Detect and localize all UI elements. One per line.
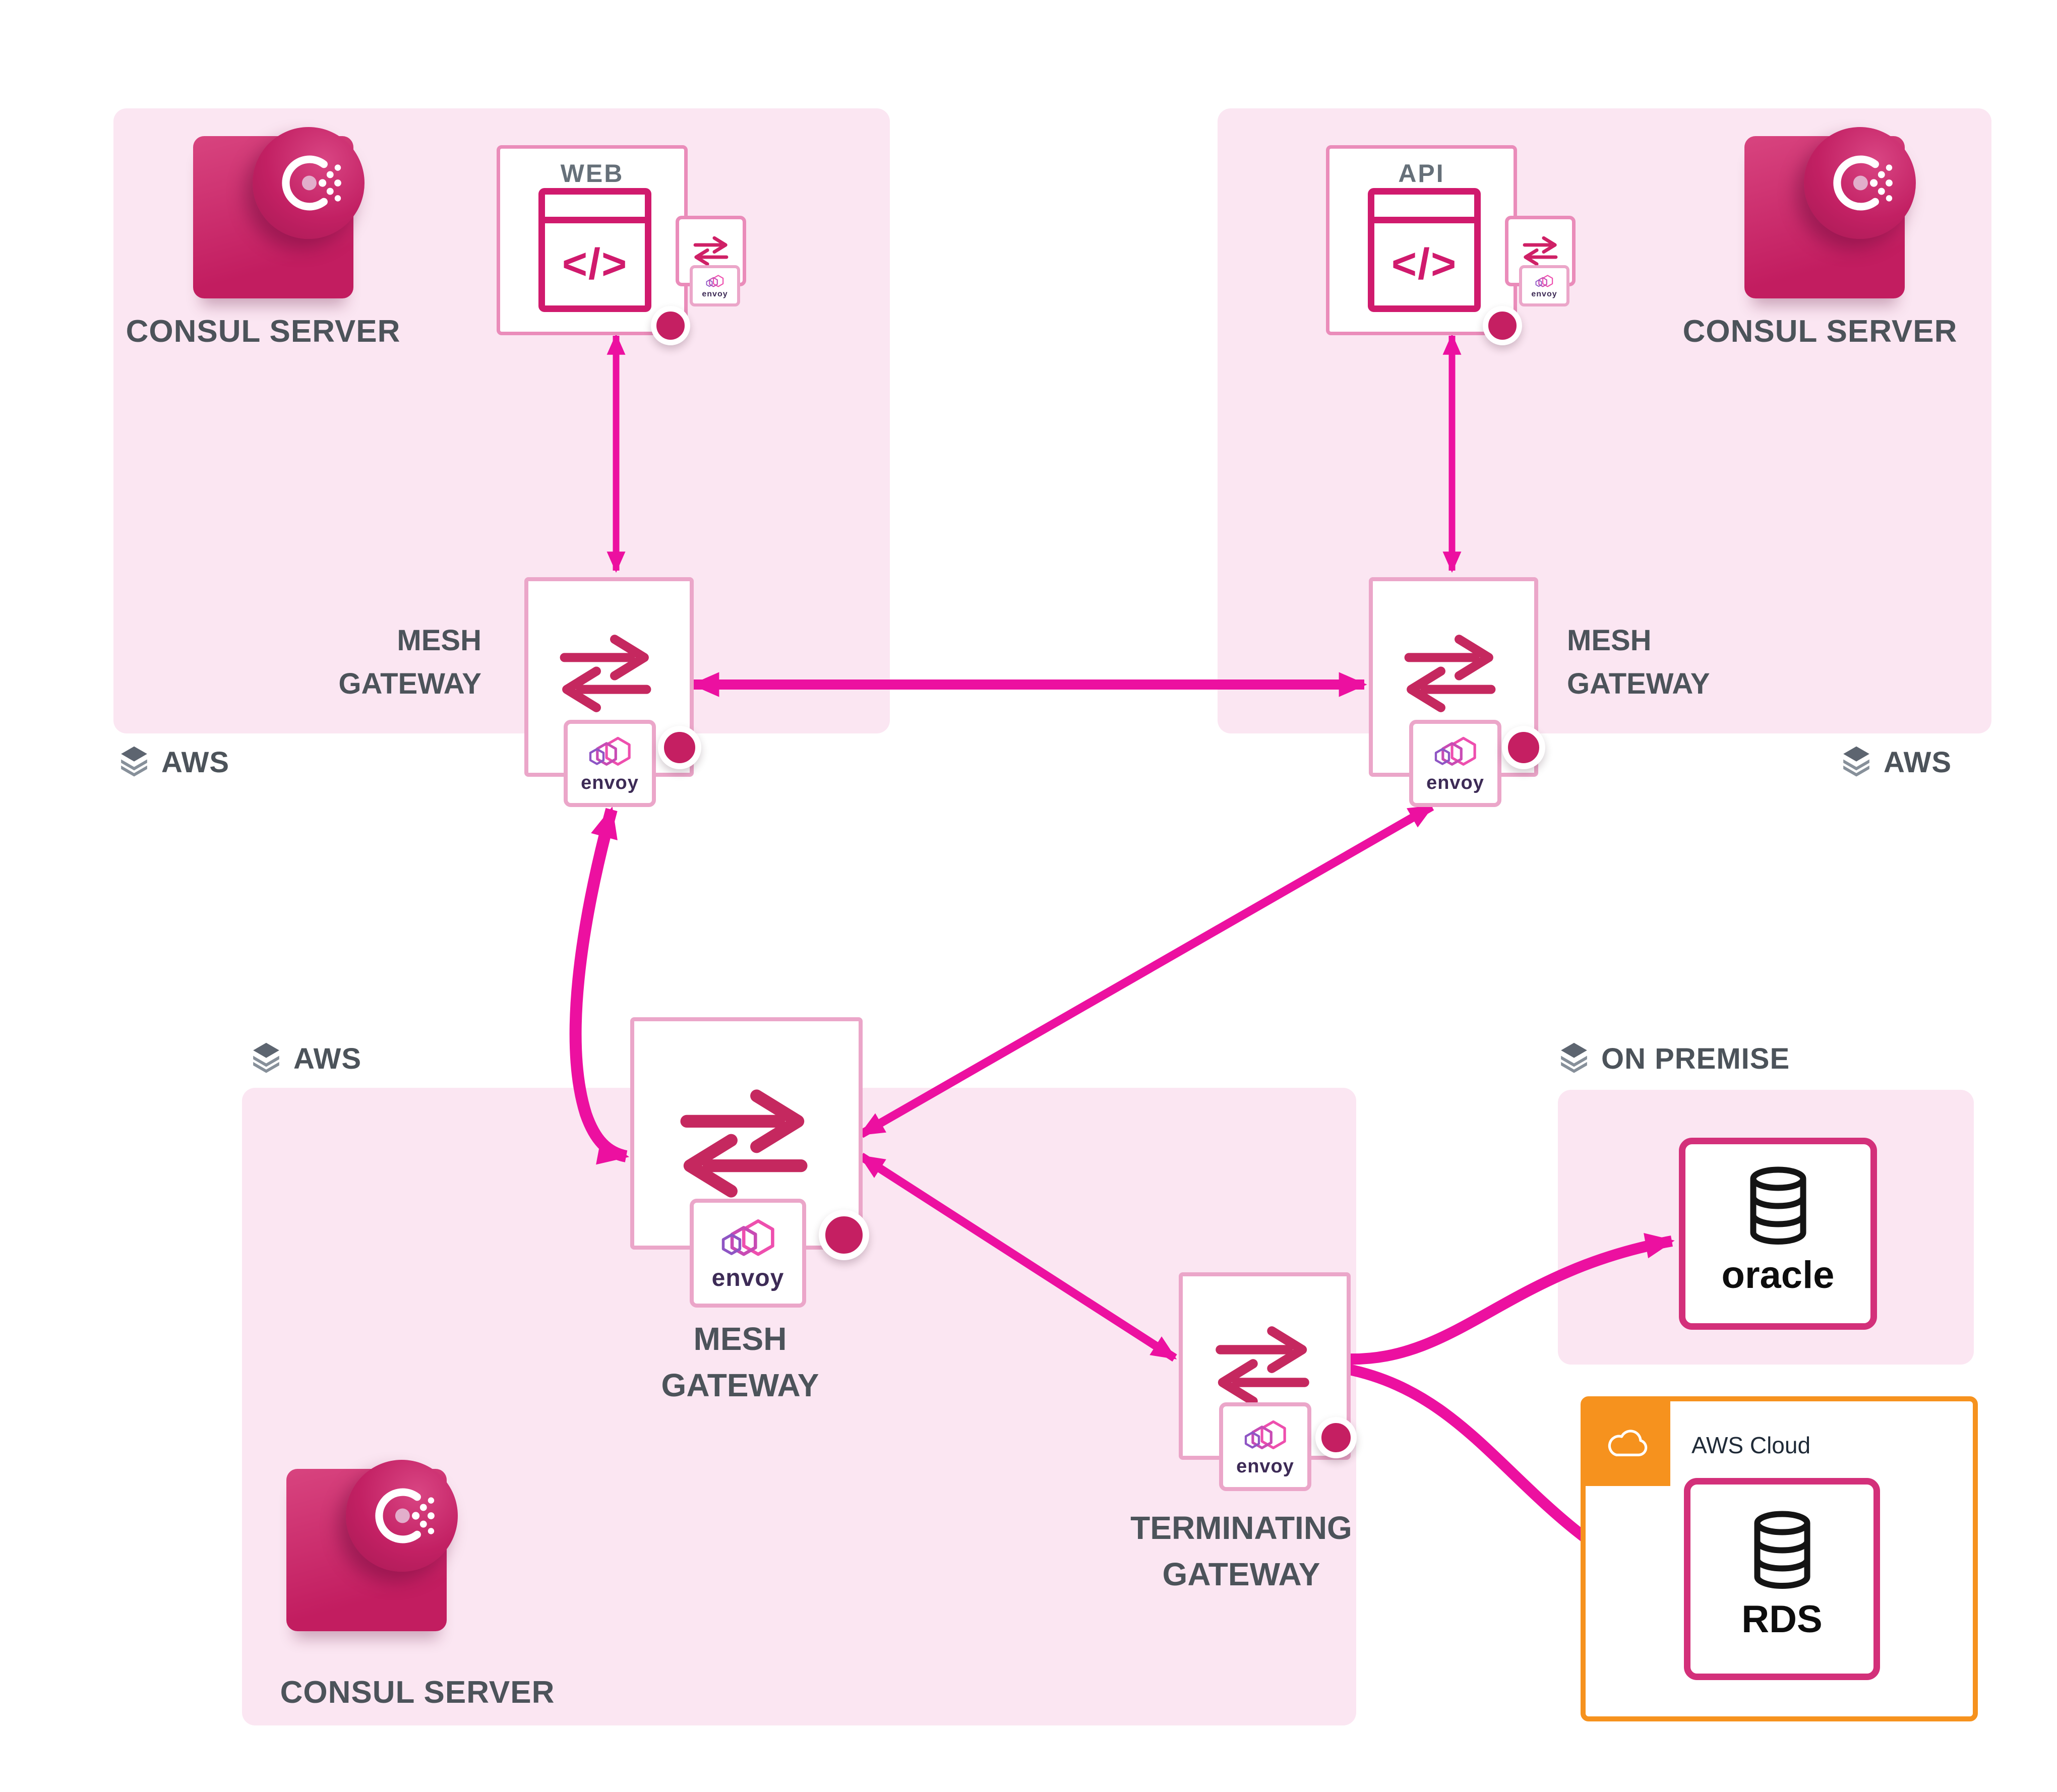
envoy-wordmark: envoy — [1531, 289, 1557, 298]
mesh-gateway-left-status-dot — [658, 726, 701, 769]
env-label-text: ON PREMISE — [1601, 1042, 1790, 1075]
gateway-transfer-icon — [549, 616, 662, 730]
terminating-gateway-status-dot — [1315, 1417, 1357, 1458]
layers-icon — [1839, 745, 1873, 779]
label-line: GATEWAY — [1162, 1556, 1320, 1592]
envoy-wordmark: envoy — [702, 289, 728, 298]
envoy-wordmark: envoy — [581, 772, 639, 793]
service-web-title: WEB — [560, 159, 624, 188]
consul-server-icon-top-right — [1744, 127, 1916, 299]
oracle-db-label: oracle — [1721, 1254, 1835, 1296]
terminating-gateway-envoy-box: envoy — [1219, 1402, 1311, 1491]
envoy-hexagons-icon — [704, 273, 726, 290]
browser-window-icon: </> — [1368, 188, 1481, 312]
layers-icon — [249, 1041, 283, 1076]
consul-server-label-top-left: CONSUL SERVER — [126, 314, 401, 349]
env-label-text: AWS — [293, 1042, 362, 1075]
oracle-db-box: oracle — [1679, 1138, 1877, 1330]
envoy-wordmark: envoy — [1236, 1455, 1294, 1477]
browser-header-bar — [1374, 195, 1474, 223]
envoy-hexagons-icon — [1429, 733, 1482, 772]
mesh-gateway-right-label: MESH GATEWAY — [1567, 619, 1819, 706]
code-icon: </> — [1391, 240, 1458, 288]
label-line: GATEWAY — [1567, 667, 1710, 700]
envoy-hexagons-icon — [715, 1214, 781, 1264]
code-icon: </> — [562, 240, 628, 288]
envoy-hexagons-icon — [584, 733, 636, 772]
service-api-box: API </> — [1326, 145, 1517, 335]
env-label-text: AWS — [161, 746, 230, 779]
consul-server-icon-top-left — [193, 127, 365, 299]
label-line: MESH — [397, 624, 481, 657]
rds-db-label: RDS — [1741, 1598, 1823, 1641]
on-premise-label: ON PREMISE — [1557, 1041, 1790, 1076]
envoy-hexagons-icon — [1533, 273, 1555, 290]
consul-server-label-bottom: CONSUL SERVER — [280, 1675, 555, 1710]
envoy-wordmark: envoy — [711, 1265, 784, 1291]
aws-cloud-corner — [1586, 1401, 1670, 1486]
browser-header-bar — [545, 195, 645, 223]
api-envoy-mini-box: envoy — [1519, 265, 1569, 306]
service-web-box: WEB </> — [497, 145, 688, 335]
gateway-transfer-icon — [1393, 616, 1507, 730]
database-icon — [1740, 1164, 1816, 1249]
terminating-gateway-label: TERMINATING GATEWAY — [1050, 1505, 1433, 1597]
env-label-text: AWS — [1884, 746, 1952, 779]
rds-db-box: RDS — [1684, 1478, 1880, 1680]
mesh-gateway-bottom-envoy-box: envoy — [690, 1199, 806, 1308]
consul-logo-icon — [346, 1460, 458, 1572]
cloud-icon — [1602, 1426, 1654, 1462]
aws-label-top-left: AWS — [117, 745, 229, 779]
mesh-gateway-left-label: MESH GATEWAY — [282, 619, 481, 706]
browser-window-icon: </> — [538, 188, 651, 312]
web-status-dot — [651, 306, 690, 345]
database-icon — [1744, 1509, 1820, 1593]
layers-icon — [1557, 1041, 1591, 1076]
consul-logo-icon — [253, 127, 365, 239]
consul-logo-icon — [1804, 127, 1916, 239]
consul-server-label-top-right: CONSUL SERVER — [1682, 314, 1958, 349]
envoy-wordmark: envoy — [1426, 772, 1484, 793]
web-envoy-mini-box: envoy — [690, 265, 740, 306]
aws-label-bottom: AWS — [249, 1041, 361, 1076]
mesh-gateway-left-envoy-box: envoy — [564, 720, 656, 807]
service-api-title: API — [1398, 159, 1445, 188]
label-line: GATEWAY — [338, 667, 481, 700]
label-line: GATEWAY — [661, 1367, 819, 1403]
aws-cloud-title: AWS Cloud — [1691, 1432, 1811, 1458]
mesh-gateway-bottom-status-dot — [819, 1210, 869, 1260]
layers-icon — [117, 745, 151, 779]
mesh-gateway-right-envoy-box: envoy — [1409, 720, 1501, 807]
envoy-hexagons-icon — [1239, 1416, 1292, 1456]
consul-server-icon-bottom — [286, 1460, 458, 1632]
api-status-dot — [1483, 306, 1522, 345]
label-line: TERMINATING — [1130, 1510, 1352, 1546]
mesh-gateway-right-status-dot — [1502, 726, 1545, 769]
mesh-gateway-bottom-label: MESH GATEWAY — [549, 1316, 932, 1408]
aws-label-top-right: AWS — [1839, 745, 1952, 779]
label-line: MESH — [1567, 624, 1652, 657]
label-line: MESH — [693, 1321, 787, 1357]
